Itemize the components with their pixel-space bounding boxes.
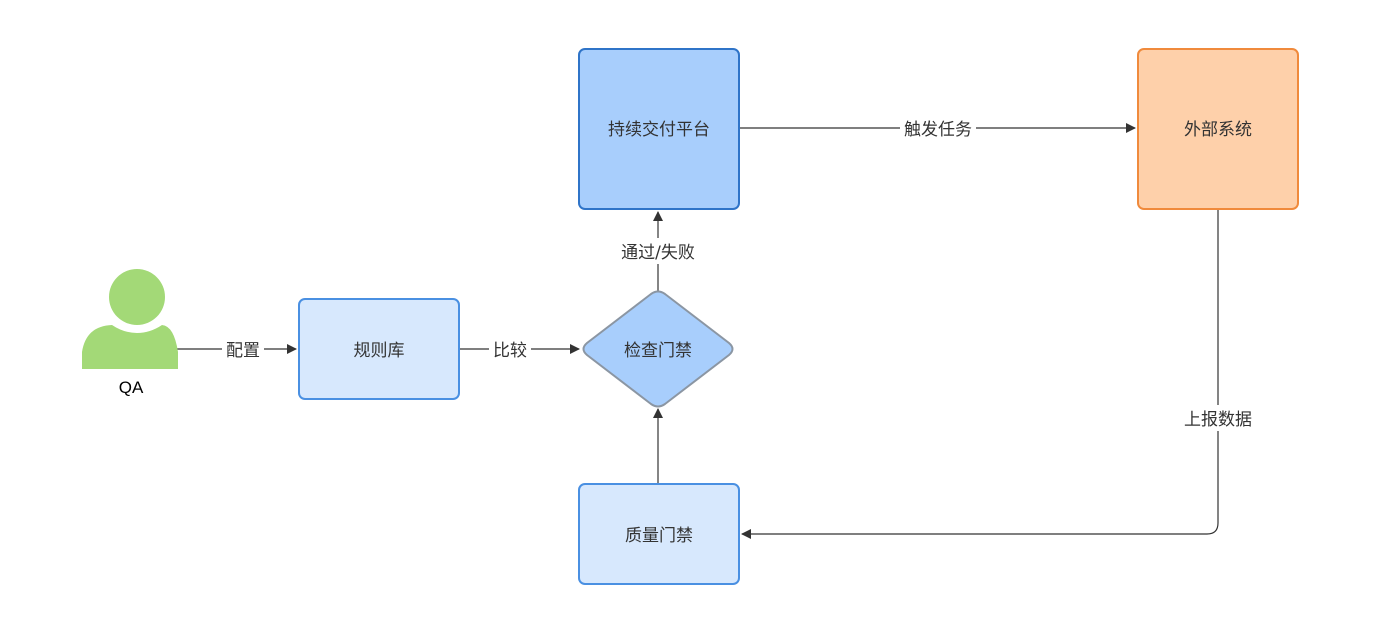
node-quality-gate[interactable]: 质量门禁	[578, 483, 740, 585]
edge-label-configure: 配置	[226, 341, 260, 361]
node-cd-platform[interactable]: 持续交付平台	[578, 48, 740, 210]
edge-label-pass-fail: 通过/失败	[621, 243, 695, 263]
node-label-quality-gate: 质量门禁	[625, 526, 693, 546]
edge-configure[interactable]: 配置	[172, 336, 297, 362]
edge-label-report: 上报数据	[1184, 410, 1252, 430]
node-rules[interactable]: 规则库	[298, 298, 460, 400]
edge-compare[interactable]: 比较	[460, 336, 580, 362]
node-label-external: 外部系统	[1184, 120, 1252, 140]
edge-label-trigger: 触发任务	[904, 120, 972, 140]
person-icon	[82, 269, 178, 369]
edge-report[interactable]: 上报数据	[741, 210, 1256, 539]
actor-label: QA	[119, 378, 144, 397]
edge-trigger[interactable]: 触发任务	[740, 115, 1136, 141]
node-check-gate[interactable]: 检查门禁	[582, 290, 734, 408]
node-label-cd-platform: 持续交付平台	[608, 120, 710, 140]
edge-label-compare: 比较	[493, 341, 527, 361]
edge-pass-fail[interactable]: 通过/失败	[614, 211, 702, 291]
actor-qa[interactable]: QA	[82, 269, 178, 397]
node-label-rules: 规则库	[354, 341, 405, 361]
node-label-check-gate: 检查门禁	[624, 341, 692, 361]
node-external[interactable]: 外部系统	[1137, 48, 1299, 210]
